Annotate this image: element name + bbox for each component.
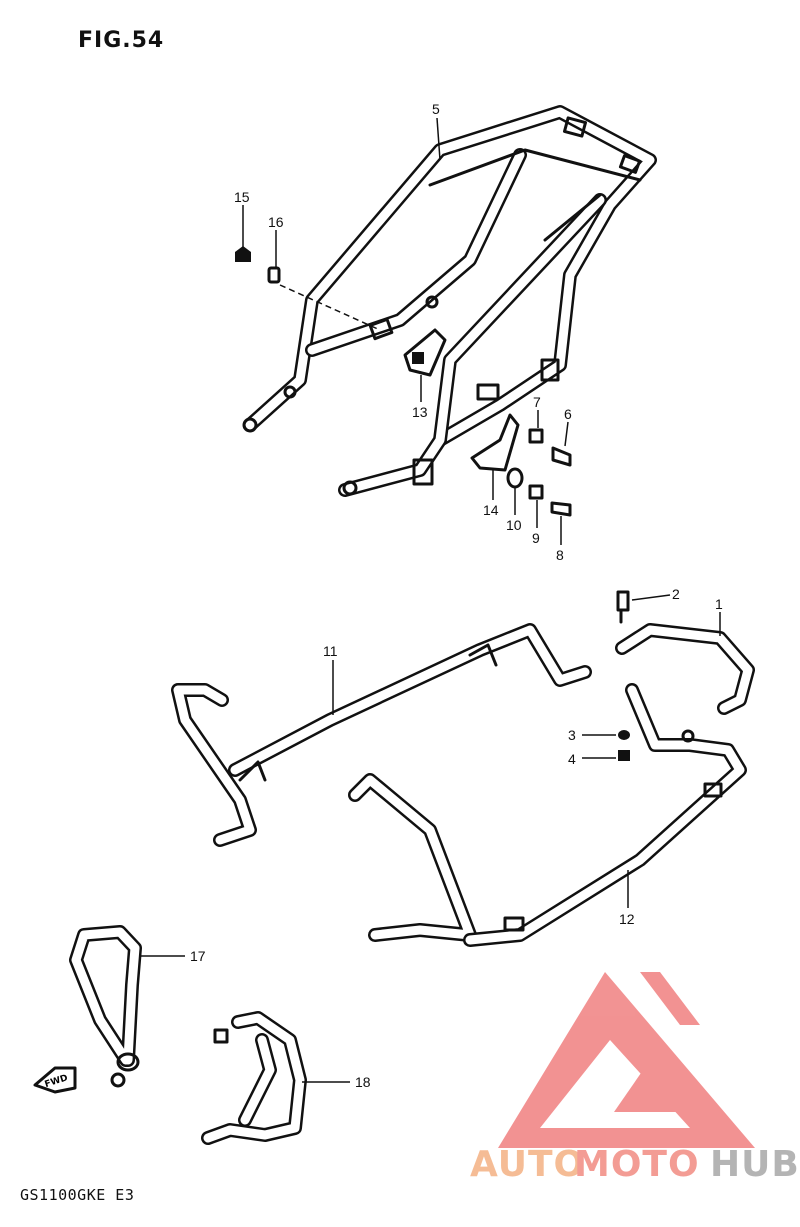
callout-8: 8 bbox=[556, 547, 564, 563]
part-15-bolt bbox=[235, 246, 251, 262]
callout-14: 14 bbox=[483, 502, 499, 518]
watermark-word-auto: AUTO bbox=[470, 1144, 585, 1185]
part-8-bolt bbox=[550, 501, 572, 517]
part-4-nut bbox=[618, 750, 630, 761]
callout-9: 9 bbox=[532, 530, 540, 546]
figure-title: FIG.54 bbox=[78, 28, 165, 53]
part-7-nut bbox=[528, 428, 544, 444]
part-18-bracket bbox=[201, 1011, 307, 1145]
logo-notch bbox=[640, 972, 700, 1025]
watermark-word-moto: MOTO bbox=[574, 1144, 700, 1185]
part-11-guard bbox=[171, 623, 592, 847]
callout-13: 13 bbox=[412, 404, 428, 420]
part-2-bolt bbox=[616, 590, 630, 624]
callout-2: 2 bbox=[672, 586, 680, 602]
watermark-logo: AUTO MOTO HUB bbox=[470, 972, 800, 1185]
part-5-rear-frame bbox=[242, 105, 657, 497]
part-13-bracket bbox=[403, 328, 447, 377]
part-1-grab-bar bbox=[615, 623, 755, 715]
callout-17: 17 bbox=[190, 948, 206, 964]
callout-6: 6 bbox=[564, 406, 572, 422]
part-17-bracket bbox=[69, 925, 142, 1088]
callout-5: 5 bbox=[432, 101, 440, 117]
callout-12: 12 bbox=[619, 911, 635, 927]
part-14-bracket bbox=[470, 413, 520, 472]
part-16-nut bbox=[267, 266, 281, 284]
fwd-direction-marker: FWD bbox=[33, 1066, 77, 1094]
logo-triangle-core bbox=[614, 1060, 690, 1112]
part-10-washer bbox=[506, 467, 524, 489]
watermark-word-hub: HUB bbox=[710, 1144, 800, 1185]
callout-1: 1 bbox=[715, 596, 723, 612]
part-9-nut bbox=[528, 484, 544, 500]
part-6-bolt bbox=[551, 446, 572, 467]
part-3-washer bbox=[618, 730, 630, 740]
model-code: GS1100GKE E3 bbox=[20, 1186, 135, 1204]
callout-7: 7 bbox=[533, 394, 541, 410]
callout-11: 11 bbox=[323, 643, 338, 659]
callout-18: 18 bbox=[355, 1074, 371, 1090]
leader-lines bbox=[140, 117, 721, 1083]
callout-16: 16 bbox=[268, 214, 284, 230]
part-12-guard bbox=[348, 683, 747, 947]
callout-numbers: 5 15 16 13 7 6 14 10 9 8 2 1 11 3 4 12 1… bbox=[190, 101, 723, 1090]
callout-3: 3 bbox=[568, 727, 576, 743]
callout-10: 10 bbox=[506, 517, 522, 533]
callout-15: 15 bbox=[234, 189, 250, 205]
callout-4: 4 bbox=[568, 751, 576, 767]
